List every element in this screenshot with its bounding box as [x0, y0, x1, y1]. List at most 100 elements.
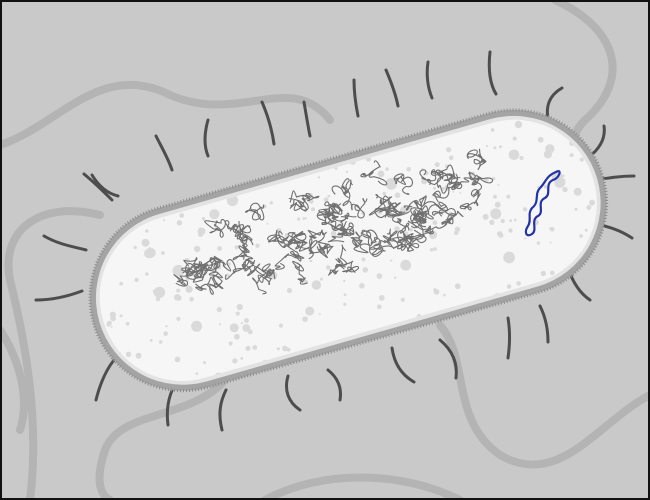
ribosome-dot	[185, 276, 190, 281]
flagellum	[0, 326, 28, 434]
pilus	[42, 234, 88, 252]
ribosome-dot	[493, 146, 497, 150]
ribosome-dot	[247, 329, 253, 335]
ribosome-dot	[198, 232, 203, 237]
ribosome-dot	[490, 128, 495, 132]
ribosome-dot	[255, 243, 260, 248]
ribosome-dot	[549, 241, 552, 244]
ribosome-dot	[579, 157, 584, 162]
ribosome-dot	[320, 277, 323, 281]
flagellum	[0, 80, 334, 149]
dna-strand	[289, 190, 320, 211]
flagellum	[261, 473, 464, 500]
ribosome-dot	[549, 227, 555, 232]
ribosome-dot	[385, 178, 398, 190]
ribosome-dot	[144, 248, 154, 259]
ribosome-dot	[385, 167, 389, 171]
ribosome-dot	[226, 273, 230, 277]
ribosome-dot	[361, 257, 366, 262]
dna-strand	[412, 205, 434, 223]
ribosome-dot	[203, 361, 206, 365]
ribosome-dot	[236, 303, 243, 311]
pilus	[90, 173, 120, 198]
pilus	[203, 118, 210, 158]
ribosome-dot	[176, 220, 183, 226]
ribosome-dot	[304, 217, 307, 220]
ribosome-dot	[252, 345, 258, 350]
ribosome-dot	[216, 307, 222, 313]
ribosome-dot	[244, 318, 249, 323]
ribosome-dot	[311, 280, 322, 290]
ribosome-dot	[516, 281, 521, 286]
ribosome-dot	[343, 302, 347, 306]
ribosome-dot	[545, 144, 555, 154]
ribosome-dot	[176, 316, 181, 321]
pilus	[82, 172, 114, 202]
ribosome-dot	[446, 147, 452, 153]
ribosome-dot	[145, 272, 149, 276]
dna-strand	[426, 177, 450, 203]
ribosome-dot	[240, 357, 244, 360]
flagellum	[95, 376, 229, 500]
ribosome-dot	[228, 341, 233, 346]
dna-strand	[224, 220, 245, 237]
ribosome-dot	[406, 167, 412, 172]
ribosome-dot	[362, 267, 369, 273]
dna-strand	[318, 201, 344, 218]
ribosome-dot	[537, 186, 539, 188]
dna-strand	[235, 220, 253, 242]
ribosome-dot	[345, 170, 349, 173]
ribosome-dot	[106, 322, 111, 327]
ribosome-dot	[165, 325, 168, 328]
ribosome-dot	[179, 213, 185, 218]
ribosome-dot	[193, 245, 201, 253]
ribosome-dot	[549, 227, 551, 230]
pilus	[545, 86, 564, 120]
ribosome-dot	[305, 306, 315, 316]
ribosome-dot	[125, 351, 132, 357]
dna-strand	[206, 265, 224, 290]
flagellum	[436, 321, 650, 469]
ribosome-dot	[311, 207, 315, 212]
dna-strand	[397, 232, 427, 243]
ribosome-dot	[317, 176, 320, 179]
dna-strand	[360, 229, 382, 247]
ribosome-dot	[276, 347, 280, 351]
dna-strand	[446, 171, 478, 190]
ribosome-dot	[234, 245, 239, 250]
ribosome-dot	[441, 187, 445, 191]
dna-strand	[274, 253, 305, 270]
ribosome-dot	[589, 199, 595, 206]
ribosome-dot	[158, 340, 163, 344]
dna-strand	[368, 202, 396, 218]
dna-strand	[342, 190, 368, 219]
ribosome-dot	[376, 273, 383, 279]
ribosome-dot	[176, 288, 181, 293]
dna-strand	[419, 169, 456, 182]
dna-strand	[323, 202, 347, 222]
ribosome-dot	[378, 295, 385, 301]
ribosome-dot	[540, 270, 546, 277]
ribosome-dot	[109, 311, 116, 318]
ribosome-dot	[432, 186, 437, 190]
ribosome-dot	[282, 345, 288, 352]
ribosome-dot	[185, 285, 193, 293]
ribosome-dot	[201, 217, 206, 221]
ribosome-dot	[176, 295, 182, 301]
dna-strand	[393, 173, 413, 195]
pilus	[302, 100, 312, 138]
ribosome-dot	[489, 219, 495, 225]
dna-strand	[470, 174, 494, 198]
pilus	[218, 388, 228, 432]
ribosome-dot	[497, 184, 500, 186]
ribosome-dot	[242, 324, 251, 332]
ribosome-dot	[327, 194, 331, 198]
ribosome-dot	[506, 284, 512, 289]
ribosome-dot	[134, 277, 139, 283]
ribosome-dot	[189, 296, 194, 302]
ribosome-dot	[586, 205, 592, 210]
ribosome-dot	[508, 228, 513, 233]
ribosome-dot	[394, 226, 400, 232]
ribosome-dot	[240, 322, 243, 325]
dna-strand	[232, 258, 261, 277]
